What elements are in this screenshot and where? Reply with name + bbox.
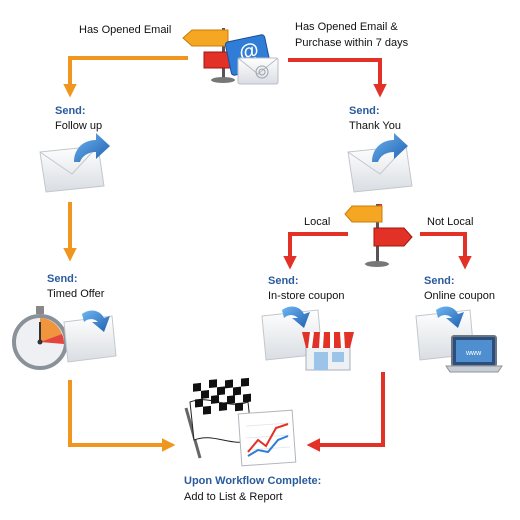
send-label-online: Send: — [424, 275, 455, 287]
send-label-timed-offer: Send: — [47, 273, 78, 285]
connector-timed-offer-to-complete — [68, 380, 176, 452]
checkered-flag-icon — [184, 377, 253, 459]
branch-label-local: Local — [304, 216, 331, 228]
step-in-store-coupon: In-store coupon — [268, 290, 345, 302]
connector-notlocal-to-online — [420, 232, 472, 270]
branch-label-not-local: Not Local — [427, 216, 474, 228]
step-timed-offer: Timed Offer — [47, 288, 105, 300]
email-at-icon: @ — [224, 34, 279, 85]
download-arrow-icon — [282, 306, 310, 328]
branch-label-opened-purchase-line1: Has Opened Email & — [295, 21, 398, 33]
forward-arrow-icon — [74, 133, 110, 162]
storefront-icon — [302, 331, 354, 371]
red-path — [283, 58, 472, 452]
workflow-complete-heading: Upon Workflow Complete: — [184, 475, 322, 487]
send-label-follow-up: Send: — [55, 105, 86, 117]
download-arrow-icon — [436, 306, 464, 328]
report-chart-icon — [237, 409, 297, 467]
step-follow-up: Follow up — [55, 120, 103, 132]
step-thank-you: Thank You — [349, 120, 401, 132]
envelope-icon — [63, 310, 117, 363]
signpost-icon — [344, 204, 413, 267]
step-online-coupon: Online coupon — [424, 290, 495, 302]
connector-purchase-to-thankyou — [288, 58, 387, 98]
envelope-icon — [347, 133, 413, 193]
branch-label-opened-email: Has Opened Email — [79, 24, 172, 36]
forward-arrow-icon — [372, 133, 408, 162]
send-label-in-store: Send: — [268, 275, 299, 287]
stopwatch-icon — [12, 306, 68, 370]
orange-path — [63, 56, 188, 452]
download-arrow-icon — [82, 310, 110, 332]
connector-opened-to-followup — [63, 56, 188, 98]
workflow-complete-action: Add to List & Report — [184, 491, 283, 503]
envelope-icon — [39, 133, 110, 193]
connector-local-to-instore — [283, 232, 348, 270]
send-label-thank-you: Send: — [349, 105, 380, 117]
branch-label-opened-purchase-line2: Purchase within 7 days — [295, 37, 409, 49]
connector-instore-to-complete — [306, 372, 385, 452]
svg-text:www: www — [465, 350, 482, 357]
laptop-icon: www — [445, 335, 503, 373]
